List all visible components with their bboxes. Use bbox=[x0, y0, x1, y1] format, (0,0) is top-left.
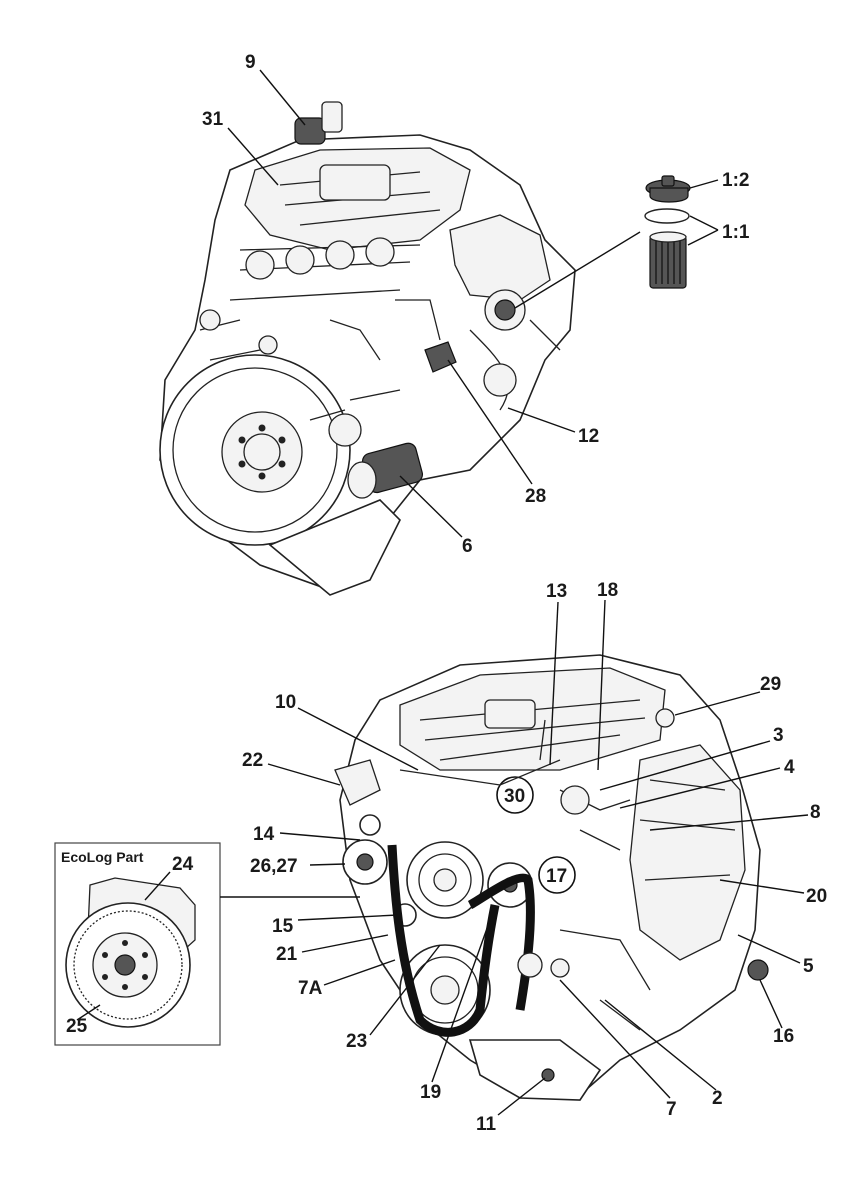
callout-1-1: 1:1 bbox=[722, 222, 750, 243]
callout-10: 10 bbox=[275, 692, 296, 713]
callout-labels: 9 31 1:2 1:1 12 28 6 13 18 29 10 3 22 4 … bbox=[66, 52, 827, 1135]
callout-6: 6 bbox=[462, 536, 473, 557]
callout-16: 16 bbox=[773, 1026, 794, 1047]
callout-13: 13 bbox=[546, 581, 567, 602]
callout-9: 9 bbox=[245, 52, 256, 73]
callout-7: 7 bbox=[666, 1099, 677, 1120]
callout-5: 5 bbox=[803, 956, 814, 977]
callout-17: 17 bbox=[546, 866, 567, 887]
callout-24: 24 bbox=[172, 854, 194, 875]
callout-11: 11 bbox=[476, 1114, 497, 1135]
callout-4: 4 bbox=[784, 757, 795, 778]
callout-19: 19 bbox=[420, 1082, 441, 1103]
top-engine-illustration bbox=[159, 101, 576, 596]
bottom-engine-illustration bbox=[334, 654, 769, 1101]
callout-25: 25 bbox=[66, 1016, 88, 1037]
callout-21: 21 bbox=[276, 944, 298, 965]
callout-3: 3 bbox=[773, 725, 784, 746]
callout-14: 14 bbox=[253, 824, 275, 845]
ecolog-inset: EcoLog Part bbox=[54, 842, 221, 1046]
callout-leaders bbox=[76, 69, 809, 1116]
callout-15: 15 bbox=[272, 916, 294, 937]
callout-31: 31 bbox=[202, 109, 224, 130]
callout-23: 23 bbox=[346, 1031, 367, 1052]
ecolog-inset-title: EcoLog Part bbox=[61, 849, 144, 865]
callout-18: 18 bbox=[597, 580, 618, 601]
callout-22: 22 bbox=[242, 750, 263, 771]
oil-filter-parts bbox=[644, 175, 691, 289]
callout-2: 2 bbox=[712, 1088, 723, 1109]
callout-29: 29 bbox=[760, 674, 781, 695]
callout-7A: 7A bbox=[298, 978, 323, 999]
callout-30: 30 bbox=[504, 786, 525, 807]
callout-26-27: 26,27 bbox=[250, 856, 298, 877]
callout-1-2: 1:2 bbox=[722, 170, 749, 191]
callout-12: 12 bbox=[578, 426, 599, 447]
callout-28: 28 bbox=[525, 486, 546, 507]
callout-20: 20 bbox=[806, 886, 827, 907]
callout-8: 8 bbox=[810, 802, 821, 823]
